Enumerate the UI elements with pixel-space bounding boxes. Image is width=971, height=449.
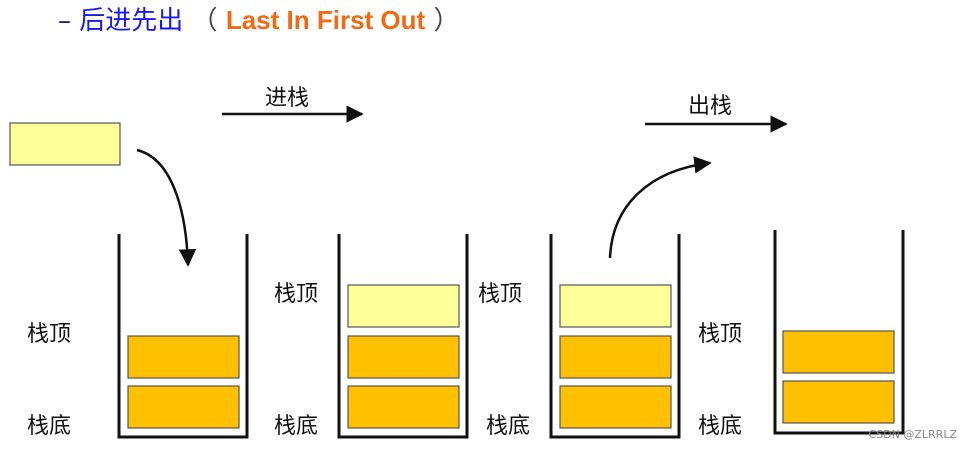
watermark: CSDN @ZLRRLZ: [868, 428, 957, 441]
push-label: 进栈: [265, 86, 310, 111]
title-english: Last In First Out: [225, 5, 426, 35]
title-open-paren: （: [191, 6, 218, 36]
stack4-bottom-label: 栈底: [698, 414, 743, 439]
stack2-item-3: [347, 284, 460, 328]
stack3-item-1: [559, 385, 672, 429]
stack1-item-2: [127, 335, 240, 379]
stack4-item-1: [782, 380, 895, 424]
pop-curve-arrow: [608, 156, 712, 259]
stack-container-4: [773, 230, 905, 435]
title-chinese: 后进先出: [79, 6, 184, 36]
stack3-bottom-label: 栈底: [486, 414, 531, 439]
stack1-top-label: 栈顶: [27, 322, 72, 347]
stack4-item-2: [782, 330, 895, 374]
stack3-item-2: [559, 335, 672, 379]
stack-container-2: [337, 234, 469, 439]
title-close-paren: ）: [433, 6, 460, 36]
stack2-bottom-label: 栈底: [274, 414, 319, 439]
stack2-top-label: 栈顶: [274, 282, 319, 307]
stack1-bottom-label: 栈底: [27, 414, 72, 439]
stack2-item-1: [347, 385, 460, 429]
stack-container-3: [549, 234, 681, 439]
stack1-item-1: [127, 385, 240, 429]
stack3-item-3: [559, 284, 672, 328]
incoming-element: [9, 122, 121, 166]
title-dash: –: [58, 6, 71, 36]
stack3-top-label: 栈顶: [478, 282, 523, 307]
pop-label: 出栈: [688, 94, 733, 119]
stack2-item-2: [347, 335, 460, 379]
stack4-top-label: 栈顶: [698, 322, 743, 347]
push-curve-arrow: [136, 148, 197, 267]
slide-title: – 后进先出 （ Last In First Out ）: [58, 0, 459, 40]
stack-container-1: [117, 234, 249, 439]
